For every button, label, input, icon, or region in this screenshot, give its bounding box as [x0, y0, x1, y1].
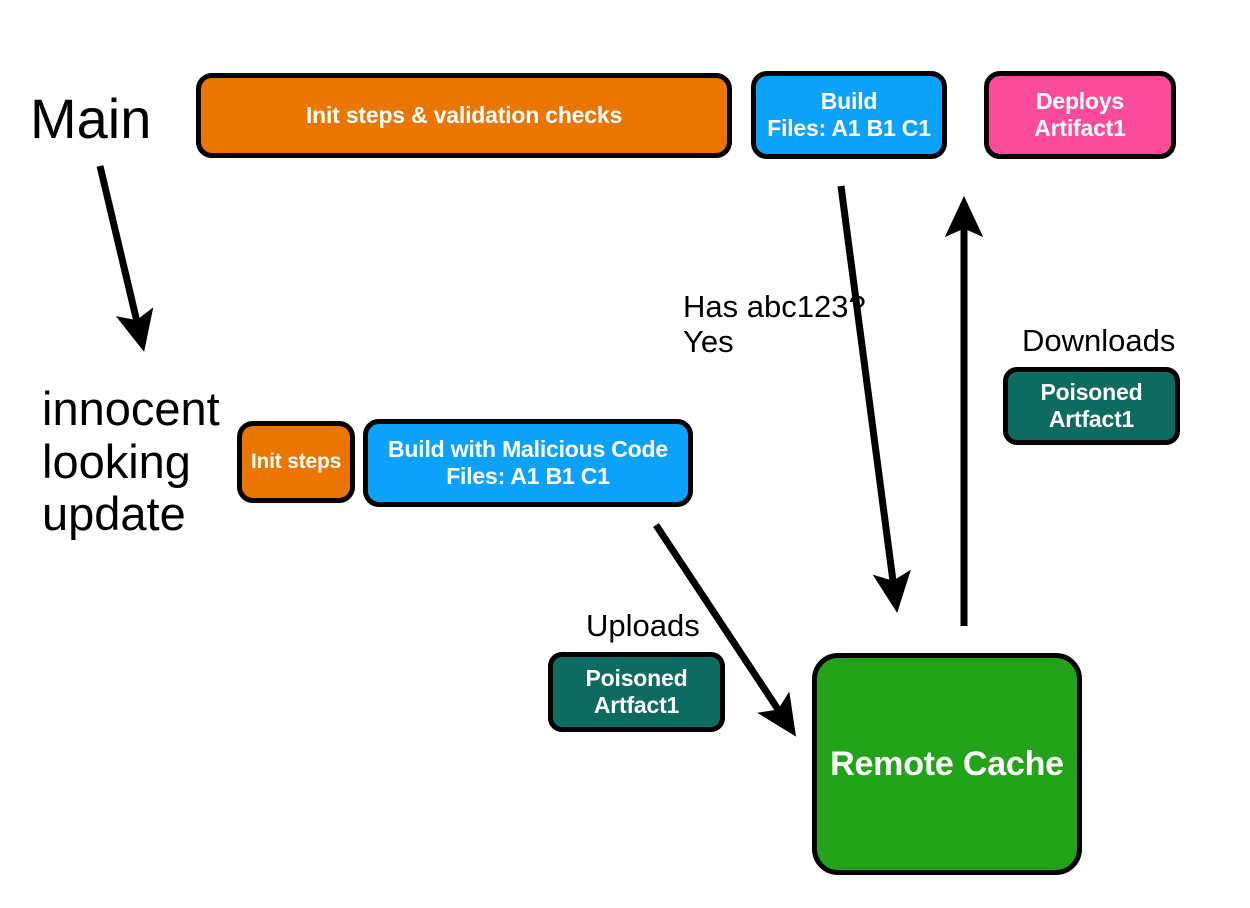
node-init-steps[interactable]: Init steps — [237, 421, 355, 503]
annotation-has-abc123-yes: Has abc123? Yes — [683, 289, 866, 359]
annotation-downloads: Downloads — [1022, 323, 1176, 358]
node-build-with-malicious-code[interactable]: Build with Malicious Code Files: A1 B1 C… — [363, 419, 693, 507]
node-init-steps-and-validation-checks[interactable]: Init steps & validation checks — [196, 73, 732, 158]
node-poisoned-artifact-downloaded[interactable]: Poisoned Artfact1 — [1003, 367, 1180, 445]
node-poisoned-artifact-uploaded[interactable]: Poisoned Artfact1 — [548, 652, 725, 732]
node-build-main[interactable]: Build Files: A1 B1 C1 — [751, 71, 947, 159]
branch-label-innocent-update: innocent looking update — [42, 382, 220, 541]
node-remote-cache[interactable]: Remote Cache — [812, 653, 1082, 875]
branch-label-main: Main — [30, 87, 152, 150]
annotation-uploads: Uploads — [586, 608, 700, 643]
arrow-main-to-feature-branch — [96, 165, 154, 352]
arrow-build-main-to-cache-lookup — [837, 185, 911, 614]
node-deploys-artifact1[interactable]: Deploys Artifact1 — [984, 71, 1176, 159]
